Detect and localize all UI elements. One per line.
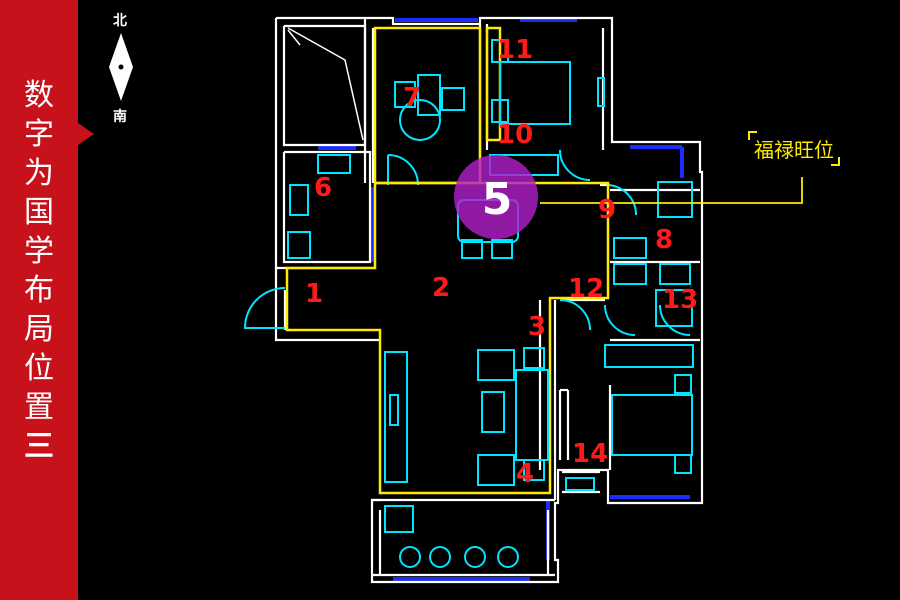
marker-14: 14 bbox=[572, 439, 608, 469]
marker-6: 6 bbox=[314, 173, 332, 203]
compass-needle-icon bbox=[109, 33, 133, 101]
callout-box: 福禄旺位 bbox=[748, 131, 840, 166]
title-char: 布 bbox=[24, 273, 54, 308]
marker-3: 3 bbox=[528, 312, 546, 342]
title-char: 位 bbox=[24, 351, 54, 386]
closet-lines bbox=[287, 27, 364, 141]
title-char: 为 bbox=[24, 156, 54, 191]
marker-13: 13 bbox=[662, 285, 698, 315]
callout-label: 福禄旺位 bbox=[754, 138, 834, 162]
highlight-circle bbox=[454, 155, 538, 239]
marker-11: 11 bbox=[497, 35, 533, 65]
windows bbox=[318, 18, 690, 581]
marker-10: 10 bbox=[497, 120, 533, 150]
highlight-number: 5 bbox=[482, 174, 513, 225]
marker-1: 1 bbox=[305, 279, 323, 309]
title-char: 数 bbox=[24, 78, 54, 113]
marker-2: 2 bbox=[432, 273, 450, 303]
sidebar-pointer bbox=[78, 123, 94, 145]
callout-bracket bbox=[831, 157, 840, 166]
marker-9: 9 bbox=[598, 195, 616, 225]
callout-bracket bbox=[748, 131, 757, 140]
title-char: 国 bbox=[24, 195, 54, 230]
compass-south-label: 南 bbox=[113, 109, 127, 125]
title-char: 置 bbox=[24, 390, 54, 425]
vertical-title: 数 字 为 国 学 布 局 位 置 三 bbox=[14, 76, 64, 466]
marker-4: 4 bbox=[516, 459, 534, 489]
furniture bbox=[287, 39, 694, 568]
callout-line bbox=[540, 177, 803, 204]
marker-8: 8 bbox=[655, 225, 673, 255]
title-char: 学 bbox=[24, 234, 54, 269]
title-char: 局 bbox=[24, 312, 54, 347]
marker-12: 12 bbox=[568, 274, 604, 304]
title-char: 三 bbox=[24, 429, 54, 464]
marker-7: 7 bbox=[403, 83, 421, 113]
sidebar-panel: 数 字 为 国 学 布 局 位 置 三 bbox=[0, 0, 78, 600]
title-char: 字 bbox=[24, 117, 54, 152]
compass-north-label: 北 bbox=[113, 13, 127, 29]
